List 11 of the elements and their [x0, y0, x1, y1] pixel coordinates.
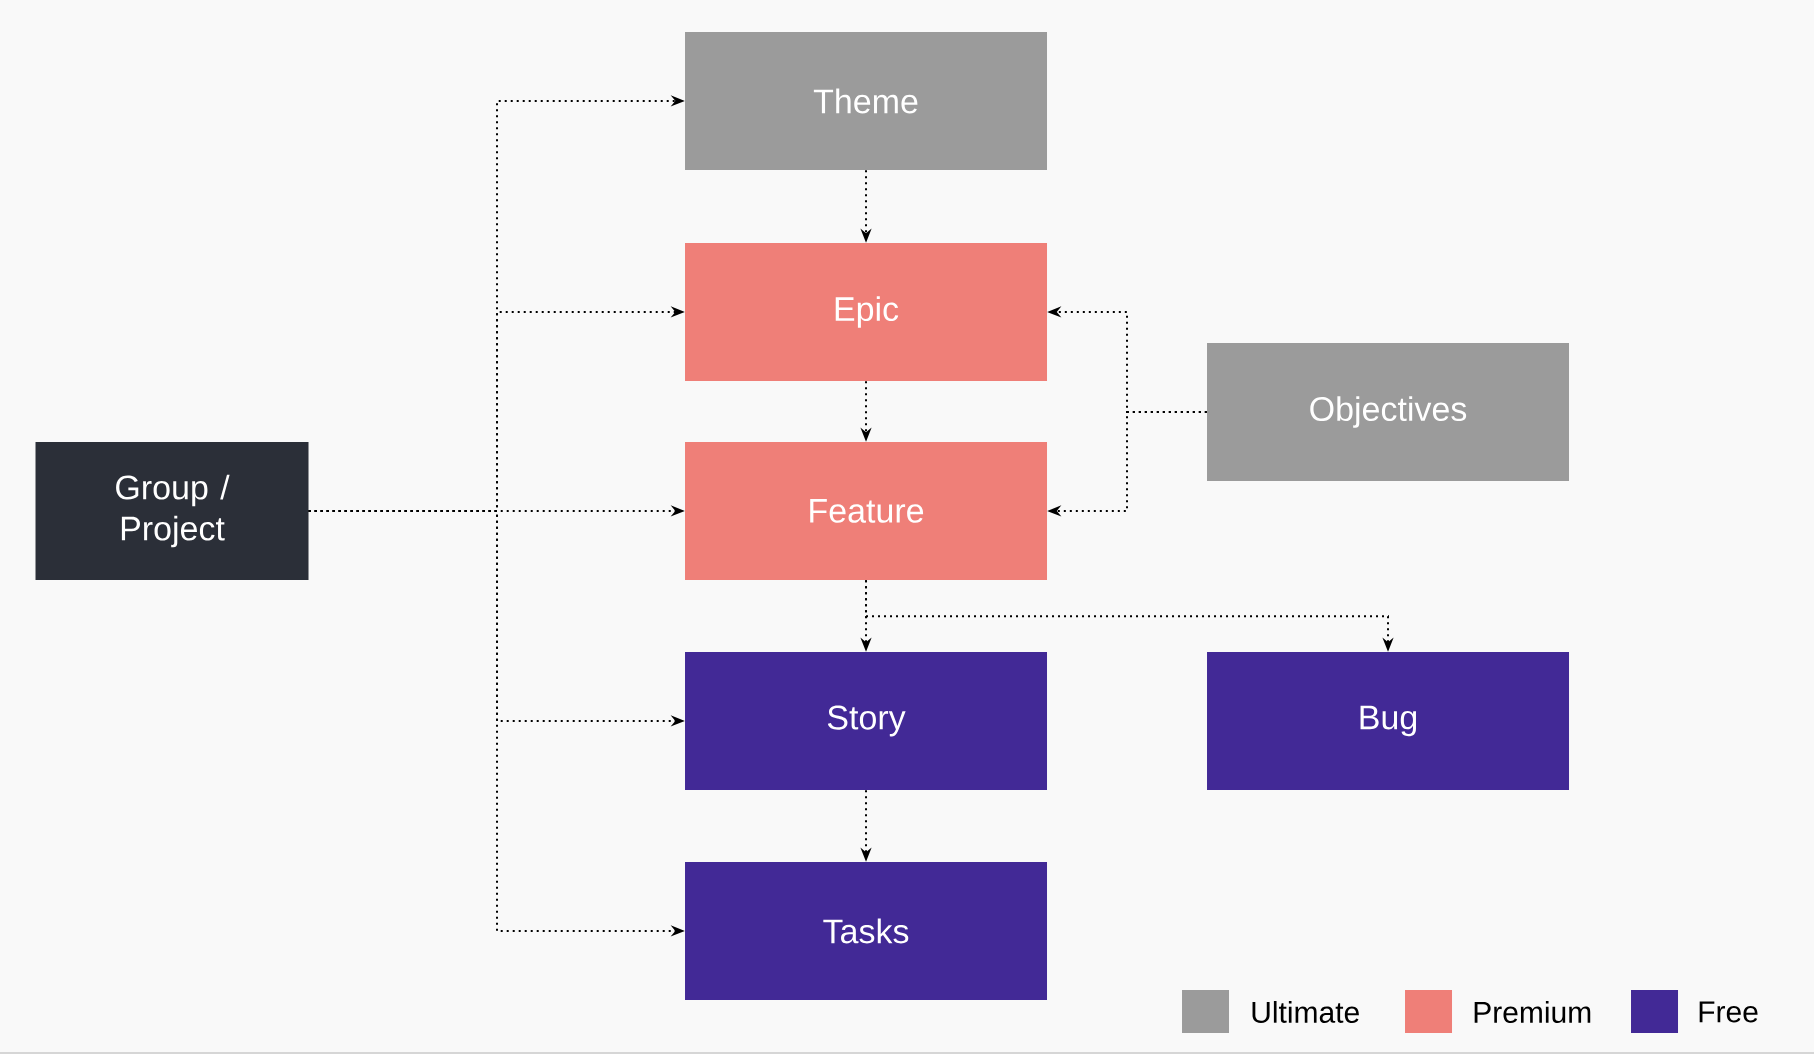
theme-box: Theme [685, 32, 1047, 170]
group-box: Group / Project [35, 442, 309, 580]
legend-label: Premium [1474, 1000, 1591, 1023]
legend-label: Free [1699, 1001, 1758, 1023]
bug-box: Bug [1207, 652, 1569, 790]
tasks-box: Tasks [685, 862, 1047, 1000]
epic-box: Epic [685, 243, 1047, 381]
story-box: Story [685, 652, 1047, 790]
objectives-box: Objectives [1207, 343, 1569, 481]
feature-box: Feature [685, 442, 1047, 580]
legend-label: Ultimate [1252, 1000, 1359, 1023]
